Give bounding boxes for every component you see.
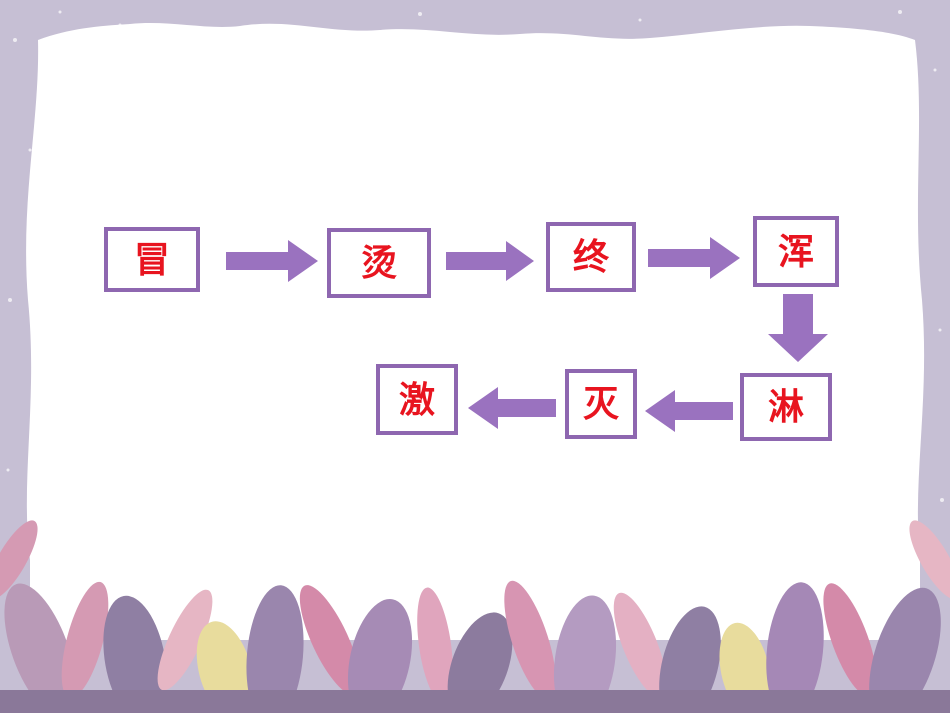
white-panel xyxy=(26,23,925,641)
arrow-right-icon xyxy=(226,240,318,282)
snow-dots xyxy=(6,10,944,502)
char-box-2: 烫 xyxy=(327,228,431,298)
char-text: 终 xyxy=(572,236,609,278)
char-box-7: 激 xyxy=(376,364,458,435)
char-text: 浑 xyxy=(777,230,814,273)
char-text: 冒 xyxy=(133,238,170,281)
arrow-left-icon xyxy=(468,387,556,429)
arrow-right-icon xyxy=(648,237,740,279)
char-box-3: 终 xyxy=(546,222,636,292)
char-box-6: 灭 xyxy=(565,369,637,439)
char-box-5: 淋 xyxy=(740,373,832,441)
leaf-decoration xyxy=(0,520,950,713)
arrow-down-icon xyxy=(768,294,828,362)
arrow-right-icon xyxy=(446,241,534,281)
char-text: 激 xyxy=(398,378,435,421)
char-text: 淋 xyxy=(767,386,804,428)
char-text: 烫 xyxy=(360,242,397,284)
arrow-left-icon xyxy=(645,390,733,432)
char-box-1: 冒 xyxy=(104,227,200,292)
char-text: 灭 xyxy=(582,383,619,425)
char-box-4: 浑 xyxy=(753,216,839,287)
